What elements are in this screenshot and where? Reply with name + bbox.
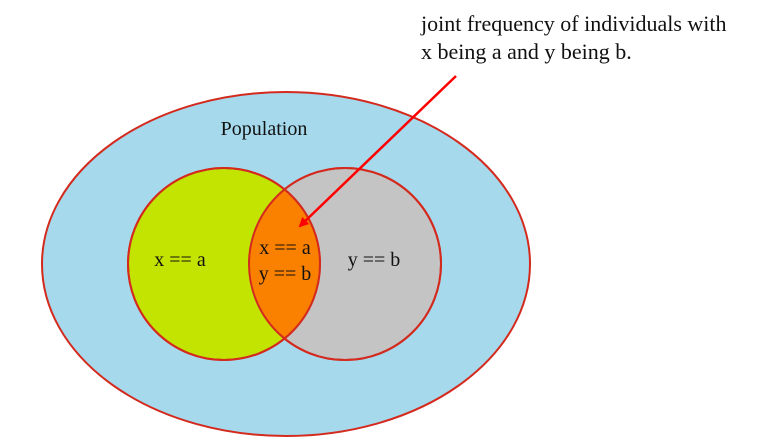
- population-label: Population: [221, 118, 308, 140]
- annotation-line-1: joint frequency of individuals with: [421, 11, 727, 36]
- set-x-outline: [127, 167, 321, 361]
- set-x-label: x == a: [154, 249, 206, 271]
- set-y-outline: [248, 167, 442, 361]
- annotation-text: joint frequency of individuals with x be…: [421, 10, 781, 66]
- intersection-region: [249, 168, 320, 360]
- annotation-line-2: x being a and y being b.: [421, 39, 632, 64]
- intersection-label-line1: x == a: [259, 237, 311, 259]
- intersection-label-line2: y == b: [259, 263, 312, 285]
- set-y-label: y == b: [348, 249, 401, 271]
- annotation-arrow: [298, 75, 457, 228]
